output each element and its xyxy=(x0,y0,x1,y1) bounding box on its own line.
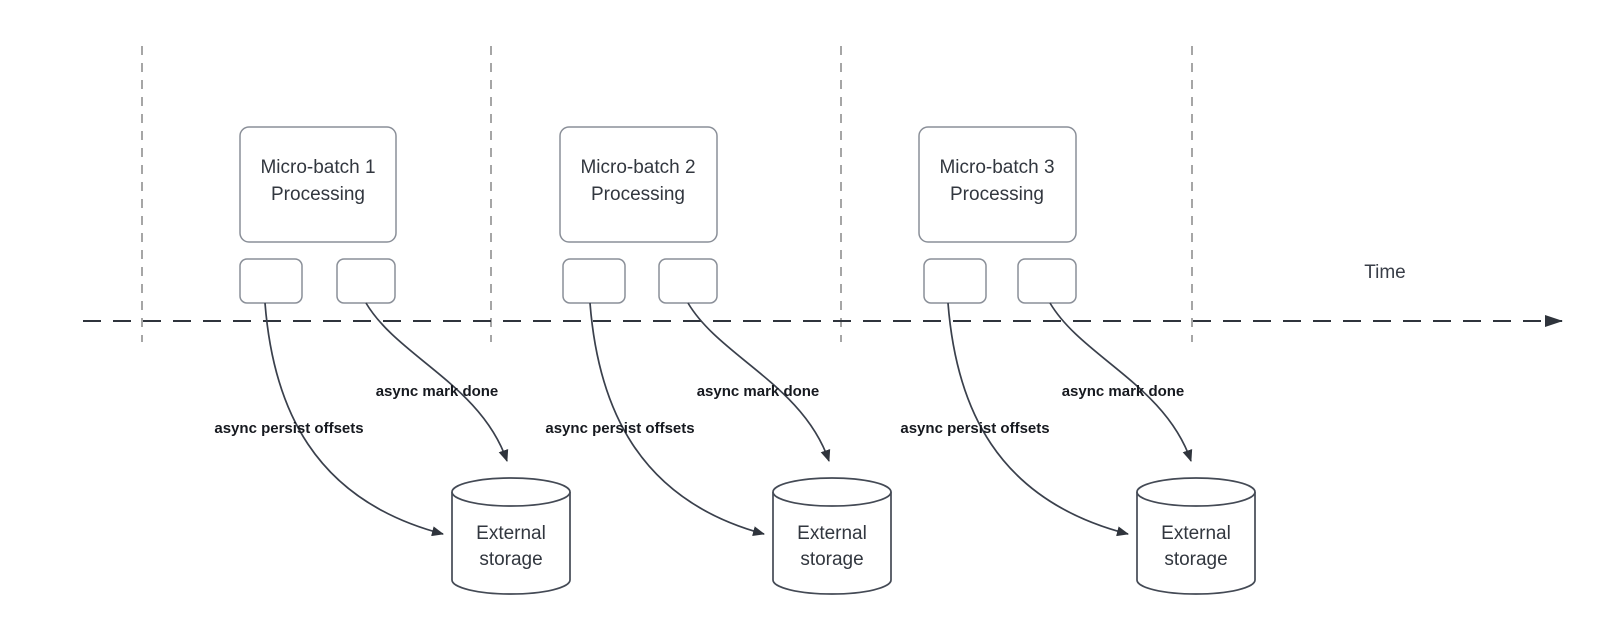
persist-offsets-label: async persist offsets xyxy=(545,420,694,437)
micro-batch-box xyxy=(918,126,1077,243)
persist-offsets-label: async persist offsets xyxy=(900,420,1049,437)
storage-label-line2: storage xyxy=(479,549,542,570)
time-axis-label: Time xyxy=(1364,262,1406,283)
micro-batch-group-2: Micro-batch 2 Processing async persist o… xyxy=(545,126,892,595)
mark-done-label: async mark done xyxy=(1062,383,1185,400)
persist-offsets-arrow xyxy=(589,302,765,536)
micro-batch-box xyxy=(239,126,397,243)
mark-done-arrow xyxy=(1049,302,1193,462)
mark-done-label: async mark done xyxy=(697,383,820,400)
mark-done-task-box xyxy=(336,258,396,304)
persist-offsets-arrow xyxy=(264,302,444,537)
storage-label-line2: storage xyxy=(800,549,863,570)
mark-done-arrow xyxy=(365,302,509,462)
external-storage-cylinder: External storage xyxy=(1136,477,1256,595)
persist-offsets-task-box xyxy=(562,258,626,304)
persist-offsets-label: async persist offsets xyxy=(214,420,363,437)
micro-batch-label-line2: Processing xyxy=(950,184,1044,205)
mark-done-label: async mark done xyxy=(376,383,499,400)
micro-batch-label-line2: Processing xyxy=(271,184,365,205)
storage-label-line1: External xyxy=(797,523,867,544)
persist-offsets-task-box xyxy=(923,258,987,304)
mark-done-arrow xyxy=(687,302,831,462)
persist-offsets-arrow xyxy=(947,302,1129,537)
micro-batch-label-line1: Micro-batch 2 xyxy=(580,157,695,178)
micro-batch-group-1: Micro-batch 1 Processing async persist o… xyxy=(214,126,571,595)
micro-batch-label-line1: Micro-batch 1 xyxy=(260,157,375,178)
micro-batch-label-line1: Micro-batch 3 xyxy=(939,157,1054,178)
storage-label-line2: storage xyxy=(1164,549,1227,570)
persist-offsets-task-box xyxy=(239,258,303,304)
mark-done-task-box xyxy=(1017,258,1077,304)
storage-label-line1: External xyxy=(1161,523,1231,544)
mark-done-task-box xyxy=(658,258,718,304)
micro-batch-label-line2: Processing xyxy=(591,184,685,205)
external-storage-cylinder: External storage xyxy=(772,477,892,595)
micro-batch-box xyxy=(559,126,718,243)
external-storage-cylinder: External storage xyxy=(451,477,571,595)
micro-batch-group-3: Micro-batch 3 Processing async persist o… xyxy=(900,126,1256,595)
storage-label-line1: External xyxy=(476,523,546,544)
